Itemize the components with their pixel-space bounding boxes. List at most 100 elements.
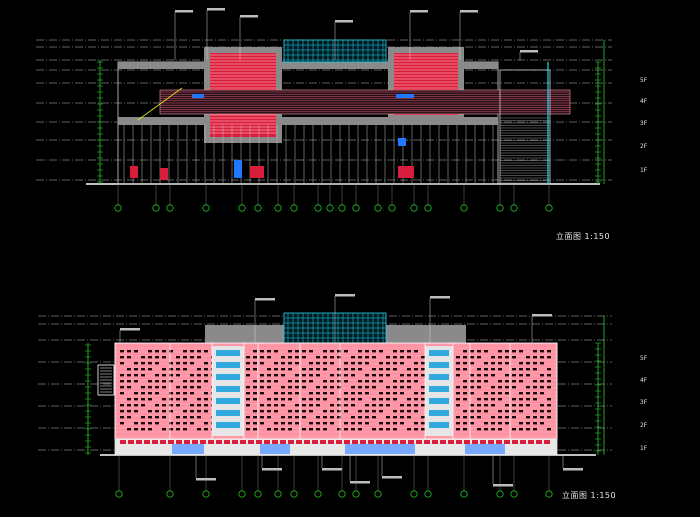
window bbox=[330, 380, 334, 383]
window bbox=[456, 374, 460, 377]
grid-axis-bubble bbox=[290, 204, 298, 212]
window bbox=[379, 350, 383, 353]
floor-tag: 3F bbox=[640, 120, 648, 127]
window bbox=[323, 368, 327, 371]
window bbox=[463, 410, 467, 413]
window bbox=[148, 350, 152, 353]
window bbox=[260, 362, 264, 365]
window bbox=[323, 392, 327, 395]
grid-axis-bubble bbox=[166, 204, 174, 212]
window bbox=[302, 404, 306, 407]
ground-red-panel bbox=[136, 440, 142, 444]
window bbox=[484, 374, 488, 377]
window bbox=[337, 350, 341, 353]
window bbox=[302, 428, 306, 431]
grid-axis-bubble bbox=[115, 490, 123, 498]
window bbox=[155, 386, 159, 389]
window bbox=[274, 428, 278, 431]
window bbox=[197, 428, 201, 431]
window bbox=[547, 374, 551, 377]
window bbox=[358, 428, 362, 431]
window bbox=[505, 386, 509, 389]
grid-axis-bubble bbox=[388, 204, 396, 212]
window bbox=[253, 380, 257, 383]
window bbox=[316, 356, 320, 359]
window bbox=[526, 374, 530, 377]
window bbox=[491, 398, 495, 401]
grid-axis-bubble bbox=[374, 204, 382, 212]
window bbox=[414, 422, 418, 425]
window bbox=[379, 410, 383, 413]
window bbox=[533, 398, 537, 401]
window bbox=[316, 428, 320, 431]
window bbox=[323, 422, 327, 425]
window bbox=[309, 398, 313, 401]
window bbox=[281, 416, 285, 419]
window bbox=[302, 386, 306, 389]
window bbox=[372, 374, 376, 377]
window bbox=[540, 362, 544, 365]
window bbox=[323, 380, 327, 383]
window bbox=[421, 398, 425, 401]
window bbox=[470, 380, 474, 383]
window bbox=[526, 386, 530, 389]
ground-red-panel bbox=[408, 440, 414, 444]
window bbox=[393, 350, 397, 353]
ground-red-panel bbox=[128, 440, 134, 444]
window bbox=[190, 362, 194, 365]
elevation-bottom-scale-label: 立面图 1:150 bbox=[562, 491, 617, 500]
window bbox=[484, 422, 488, 425]
window bbox=[197, 398, 201, 401]
window bbox=[246, 398, 250, 401]
window bbox=[421, 428, 425, 431]
window bbox=[260, 356, 264, 359]
window bbox=[260, 404, 264, 407]
window bbox=[512, 356, 516, 359]
window bbox=[358, 380, 362, 383]
window bbox=[274, 422, 278, 425]
window bbox=[337, 374, 341, 377]
window bbox=[358, 416, 362, 419]
window bbox=[505, 422, 509, 425]
window bbox=[400, 380, 404, 383]
window bbox=[267, 404, 271, 407]
window bbox=[330, 404, 334, 407]
window bbox=[302, 350, 306, 353]
window bbox=[526, 428, 530, 431]
window bbox=[127, 374, 131, 377]
window bbox=[400, 374, 404, 377]
window bbox=[498, 410, 502, 413]
entrance-door bbox=[406, 166, 414, 178]
window bbox=[533, 362, 537, 365]
window bbox=[393, 362, 397, 365]
window bbox=[512, 416, 516, 419]
grid-axis-bubble bbox=[274, 204, 282, 212]
window bbox=[260, 416, 264, 419]
ground-red-panel bbox=[288, 440, 294, 444]
window bbox=[470, 362, 474, 365]
window bbox=[141, 368, 145, 371]
window bbox=[204, 392, 208, 395]
annotation-text-mark bbox=[335, 20, 353, 23]
window bbox=[421, 368, 425, 371]
grid-axis-bubble bbox=[510, 204, 518, 212]
window bbox=[512, 386, 516, 389]
window bbox=[323, 410, 327, 413]
window bbox=[190, 350, 194, 353]
window bbox=[498, 356, 502, 359]
facade-band bbox=[159, 89, 571, 115]
window bbox=[414, 404, 418, 407]
floor-tag: 2F bbox=[640, 422, 648, 429]
ground-red-panel bbox=[360, 440, 366, 444]
window bbox=[505, 404, 509, 407]
window bbox=[484, 428, 488, 431]
window bbox=[421, 422, 425, 425]
window bbox=[295, 386, 299, 389]
ground-red-panel bbox=[384, 440, 390, 444]
window bbox=[526, 368, 530, 371]
window bbox=[134, 428, 138, 431]
window bbox=[519, 392, 523, 395]
window bbox=[183, 386, 187, 389]
floor-tag: 4F bbox=[640, 377, 648, 384]
core-glass bbox=[429, 410, 449, 416]
